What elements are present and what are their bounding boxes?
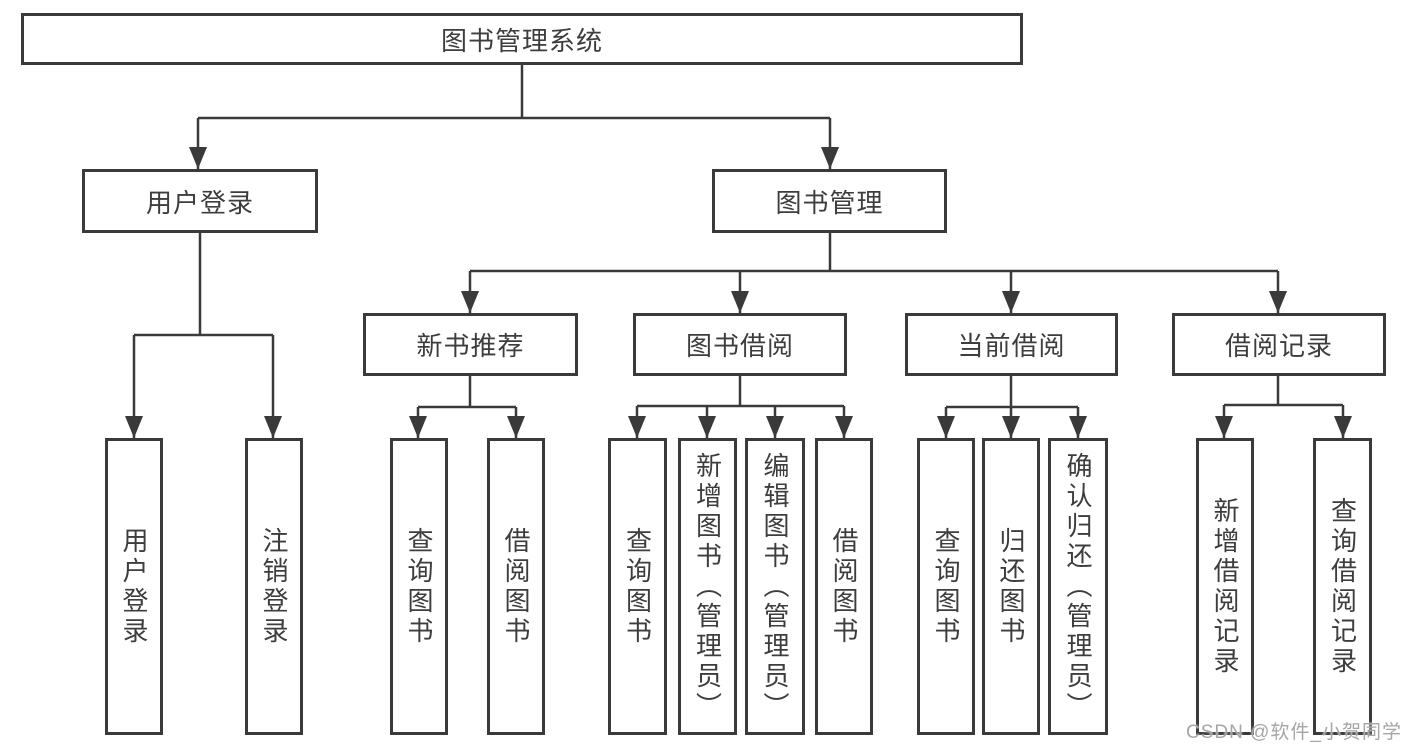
leaf-user-login: 用户登录 — [105, 438, 163, 735]
node-new-book-recommend: 新书推荐 — [363, 313, 578, 376]
leaf-confirm-return-admin-label: 确认归还（管理员） — [1063, 451, 1093, 722]
leaf-add-borrow-record-label: 新增借阅记录 — [1210, 496, 1240, 677]
leaf-edit-books-admin: 编辑图书（管理员） — [745, 438, 805, 735]
node-book-borrowing: 图书借阅 — [633, 313, 847, 376]
leaf-logout: 注销登录 — [245, 438, 303, 735]
leaf-return-books: 归还图书 — [982, 438, 1040, 735]
leaf-confirm-return-admin: 确认归还（管理员） — [1048, 438, 1108, 735]
leaf-add-books-admin: 新增图书（管理员） — [678, 438, 737, 735]
leaf-logout-label: 注销登录 — [259, 526, 289, 647]
leaf-add-borrow-record: 新增借阅记录 — [1196, 438, 1254, 735]
node-root: 图书管理系统 — [21, 13, 1023, 65]
leaf-return-books-label: 归还图书 — [996, 526, 1026, 647]
leaf-borrow-books-borrowing-label: 借阅图书 — [829, 526, 859, 647]
leaf-borrow-books-recommend-label: 借阅图书 — [501, 526, 531, 647]
node-user-login-label: 用户登录 — [145, 187, 254, 218]
leaf-query-books-recommend: 查询图书 — [390, 438, 448, 735]
node-book-management: 图书管理 — [712, 169, 947, 233]
node-borrowing-records-label: 借阅记录 — [1224, 331, 1333, 361]
node-book-borrowing-label: 图书借阅 — [685, 331, 794, 361]
leaf-user-login-label: 用户登录 — [119, 526, 149, 647]
leaf-borrow-books-borrowing: 借阅图书 — [815, 438, 873, 735]
leaf-query-borrow-record: 查询借阅记录 — [1313, 438, 1372, 735]
node-new-book-recommend-label: 新书推荐 — [416, 331, 525, 361]
node-root-label: 图书管理系统 — [440, 25, 603, 56]
leaf-borrow-books-recommend: 借阅图书 — [487, 438, 545, 735]
leaf-edit-books-admin-label: 编辑图书（管理员） — [760, 451, 790, 722]
leaf-query-books-current-label: 查询图书 — [931, 526, 961, 647]
leaf-query-borrow-record-label: 查询借阅记录 — [1327, 496, 1358, 677]
node-user-login: 用户登录 — [82, 169, 318, 233]
leaf-add-books-admin-label: 新增图书（管理员） — [692, 451, 723, 722]
node-borrowing-records: 借阅记录 — [1172, 313, 1386, 376]
node-current-borrowing-label: 当前借阅 — [957, 331, 1066, 361]
csdn-watermark: CSDN @软件_小贺同学 — [1186, 722, 1402, 743]
leaf-query-books-recommend-label: 查询图书 — [404, 526, 434, 647]
node-book-management-label: 图书管理 — [775, 187, 884, 218]
leaf-query-books-borrowing: 查询图书 — [608, 438, 667, 735]
node-current-borrowing: 当前借阅 — [905, 313, 1118, 376]
leaf-query-books-current: 查询图书 — [917, 438, 975, 735]
leaf-query-books-borrowing-label: 查询图书 — [622, 526, 653, 647]
